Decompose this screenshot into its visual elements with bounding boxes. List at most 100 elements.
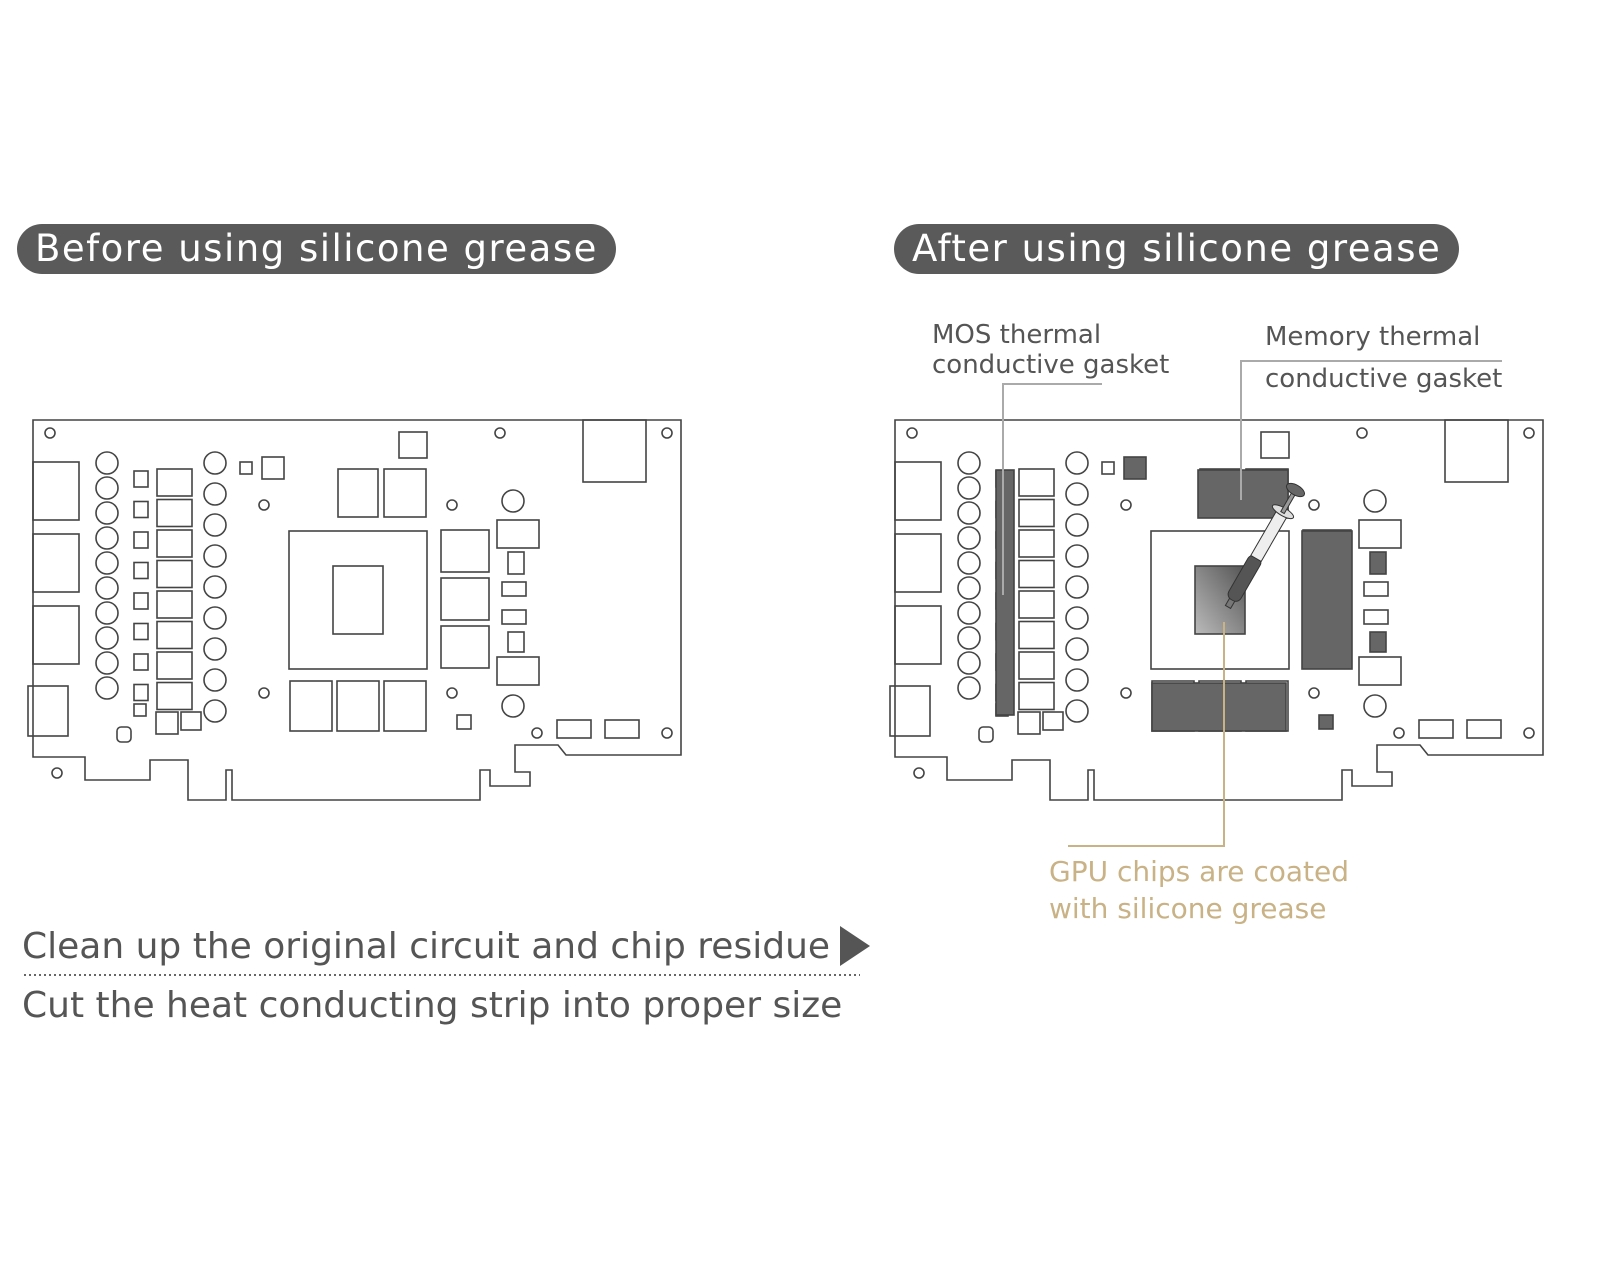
choke xyxy=(1018,468,1055,497)
smd xyxy=(507,551,525,575)
mounting-hole xyxy=(446,499,458,511)
choke xyxy=(1018,559,1055,589)
capacitor xyxy=(95,526,119,550)
capacitor xyxy=(1065,482,1089,506)
smd xyxy=(1123,456,1147,480)
smd xyxy=(133,531,149,549)
capacitor xyxy=(957,476,981,500)
capacitor xyxy=(95,676,119,700)
capacitor xyxy=(95,551,119,575)
capacitor xyxy=(1065,668,1089,692)
choke xyxy=(156,529,193,558)
step-clean: Clean up the original circuit and chip r… xyxy=(22,926,831,967)
component xyxy=(239,461,253,475)
component xyxy=(556,719,592,739)
vram xyxy=(440,529,490,573)
capacitor xyxy=(1065,544,1089,568)
mounting-hole xyxy=(1120,687,1132,699)
connector xyxy=(27,685,69,737)
mounting-hole xyxy=(1120,499,1132,511)
component xyxy=(1017,711,1041,735)
smd xyxy=(1369,631,1387,653)
capacitor xyxy=(1065,699,1089,723)
display-connector xyxy=(32,533,80,593)
leader-lines xyxy=(1002,360,1502,847)
display-connector xyxy=(32,461,80,521)
smd xyxy=(133,592,149,610)
mounting-hole xyxy=(906,427,918,439)
smd xyxy=(133,622,149,641)
mos-leader-line xyxy=(1002,383,1102,595)
gpu-package xyxy=(288,530,428,670)
port xyxy=(1444,419,1509,483)
mounting-hole xyxy=(661,427,673,439)
mounting-hole xyxy=(494,427,506,439)
vram xyxy=(440,625,490,669)
choke xyxy=(156,590,193,619)
vram xyxy=(336,680,380,732)
capacitor xyxy=(203,513,227,537)
capacitor xyxy=(1065,451,1089,475)
choke xyxy=(156,498,193,528)
component xyxy=(501,609,527,625)
component xyxy=(1042,711,1064,731)
choke xyxy=(1018,681,1055,711)
capacitor xyxy=(957,451,981,475)
syringe-icon xyxy=(1224,482,1306,610)
vram xyxy=(383,468,427,518)
memory-thermal-pad xyxy=(1151,682,1287,732)
mounting-hole xyxy=(1523,427,1535,439)
component xyxy=(501,581,527,597)
choke xyxy=(156,468,193,497)
capacitor xyxy=(1065,513,1089,537)
component xyxy=(1363,581,1389,597)
fuse xyxy=(978,726,994,743)
gpu-package xyxy=(1150,530,1290,670)
capacitor xyxy=(957,501,981,525)
mos-thermal-pad xyxy=(995,469,1015,716)
component xyxy=(155,711,179,735)
component xyxy=(180,711,202,731)
component xyxy=(1418,719,1454,739)
connector xyxy=(889,685,931,737)
mounting-hole xyxy=(1308,687,1320,699)
mounting-hole xyxy=(1523,727,1535,739)
vram xyxy=(289,680,333,732)
mos-label-line2: conductive gasket xyxy=(932,350,1170,380)
capacitor xyxy=(95,576,119,600)
capacitor xyxy=(501,489,525,513)
component xyxy=(1363,609,1389,625)
capacitor xyxy=(957,576,981,600)
mounting-hole xyxy=(51,767,63,779)
step-cut: Cut the heat conducting strip into prope… xyxy=(22,985,843,1026)
memory-thermal-pad xyxy=(1301,530,1353,670)
memory-gasket-label: Memory thermal conductive gasket xyxy=(1265,322,1502,394)
capacitor xyxy=(1065,637,1089,661)
memory-label-line1: Memory thermal xyxy=(1265,322,1481,352)
component xyxy=(496,656,540,686)
gpu-label-line1: GPU chips are coated xyxy=(1049,855,1350,888)
choke xyxy=(1018,529,1055,558)
choke xyxy=(1018,651,1055,680)
component xyxy=(1358,656,1402,686)
choke xyxy=(156,681,193,711)
choke xyxy=(156,651,193,680)
mounting-hole xyxy=(1356,427,1368,439)
capacitor xyxy=(1065,606,1089,630)
capacitor xyxy=(95,601,119,625)
smd xyxy=(456,714,472,730)
component xyxy=(133,703,147,717)
smd xyxy=(133,653,149,671)
memory-label-line2: conductive gasket xyxy=(1265,364,1503,394)
capacitor xyxy=(1363,489,1387,513)
mos-label-line1: MOS thermal xyxy=(932,320,1102,350)
mounting-hole xyxy=(258,687,270,699)
mounting-hole xyxy=(531,727,543,739)
mounting-hole xyxy=(258,499,270,511)
board-after xyxy=(889,419,1544,801)
capacitor xyxy=(203,482,227,506)
capacitor xyxy=(203,699,227,723)
display-connector xyxy=(894,461,942,521)
arrow-icon xyxy=(840,926,870,966)
mounting-hole xyxy=(1308,499,1320,511)
